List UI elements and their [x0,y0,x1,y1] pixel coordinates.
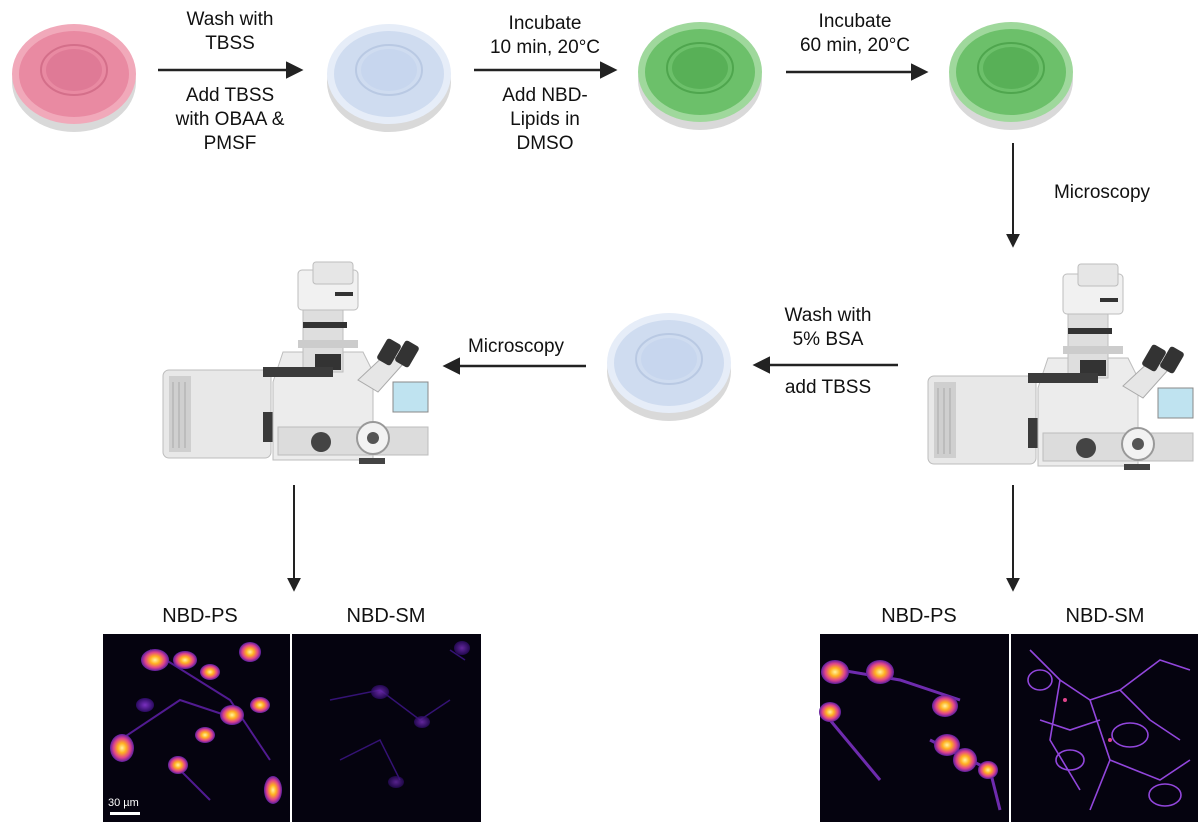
microscope-right [927,263,1194,470]
header-right-nbd-ps: NBD-PS [881,605,957,627]
label-line: PMSF [203,133,257,154]
label-line: Wash with [784,305,872,326]
label-line: Wash with [186,9,274,30]
label-microscopy-left: Microscopy [467,336,565,357]
label-line: DMSO [516,133,574,154]
scale-bar-label: 30 µm [108,797,139,809]
label-wash-bsa: Wash with 5% BSA [758,304,898,352]
label-line: Add NBD- [502,85,588,106]
header-right-nbd-sm: NBD-SM [1065,605,1145,627]
header-left-nbd-ps: NBD-PS [162,605,238,627]
dish-pink [12,24,136,132]
label-line: 60 min, 20°C [799,35,911,56]
label-add-tbss: Add TBSS with OBAA & PMSF [145,84,315,156]
dish-green-2 [949,22,1073,130]
label-add-nbd: Add NBD- Lipids in DMSO [465,84,625,156]
label-line: TBSS [205,33,255,54]
label-line: 5% BSA [792,329,864,350]
label-microscopy-right: Microscopy [1053,182,1151,203]
label-line: Lipids in [510,109,580,130]
label-line: Incubate [508,13,582,34]
label-wash-tbss: Wash with TBSS [150,8,310,56]
label-line: Incubate [818,11,892,32]
dish-green-1 [638,22,762,130]
label-line: with OBAA & [175,109,285,130]
label-line: 10 min, 20°C [489,37,601,58]
dish-blue-1 [327,24,451,132]
label-add-tbss-2: add TBSS [784,377,872,398]
label-incubate-10: Incubate 10 min, 20°C [465,12,625,60]
micrograph-right-sm [1011,634,1198,822]
micrograph-left-ps [103,634,290,822]
dish-blue-2 [607,313,731,421]
label-line: Add TBSS [185,85,275,106]
header-left-nbd-sm: NBD-SM [346,605,426,627]
micrograph-right-ps [819,634,1009,822]
micrograph-left-sm [292,634,481,822]
microscope-left [162,261,429,464]
label-incubate-60: Incubate 60 min, 20°C [775,10,935,58]
